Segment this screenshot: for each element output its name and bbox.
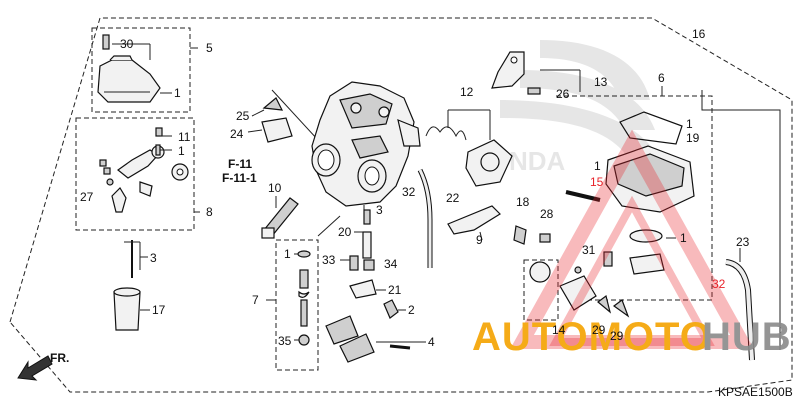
float-valve-seat — [349, 279, 377, 299]
callout-29-a: 29 — [592, 323, 606, 337]
callout-30: 30 — [120, 37, 134, 51]
callout-27: 27 — [80, 190, 94, 204]
callout-26: 26 — [556, 87, 570, 101]
bracket-13 — [491, 51, 525, 89]
callout-35: 35 — [278, 334, 292, 348]
callout-1-b: 1 — [178, 144, 185, 158]
cap-group — [523, 259, 630, 321]
callout-17: 17 — [152, 303, 166, 317]
screw-30 — [102, 34, 110, 50]
callout-10: 10 — [268, 181, 282, 195]
callout-1-f: 1 — [680, 231, 687, 245]
float-group — [325, 315, 426, 363]
callout-14: 14 — [552, 323, 566, 337]
callout-6: 6 — [658, 71, 665, 85]
callout-12: 12 — [460, 85, 474, 99]
callout-33: 33 — [322, 253, 336, 267]
emulsion-tube — [362, 231, 372, 259]
throttle-drum-group — [425, 109, 513, 187]
callout-32-b: 32 — [712, 277, 726, 291]
callout-31: 31 — [582, 243, 596, 257]
callout-22: 22 — [446, 191, 460, 205]
group-7-box — [266, 215, 341, 371]
diagram-code: KPSAE1500B — [718, 385, 793, 399]
callout-9: 9 — [476, 233, 483, 247]
front-arrow: FR. — [17, 351, 69, 381]
top-cover — [97, 59, 161, 103]
group-6-box — [556, 86, 713, 301]
callout-23: 23 — [736, 235, 750, 249]
automotohub-watermark: AUTOMOTO HUB — [472, 129, 792, 359]
gasket-19 — [619, 111, 683, 145]
group-5-box — [91, 27, 198, 113]
callout-3-b: 3 — [376, 203, 383, 217]
group-8-box — [75, 117, 200, 231]
callout-7: 7 — [252, 293, 259, 307]
callout-8: 8 — [206, 205, 213, 219]
watermark-part2: HUB — [702, 315, 792, 359]
callout-11: 11 — [178, 130, 191, 144]
cable-bracket — [491, 51, 581, 95]
callout-29-b: 29 — [610, 329, 624, 343]
callout-15: 15 — [590, 175, 604, 189]
front-label: FR. — [50, 351, 69, 365]
callout-20: 20 — [338, 225, 352, 239]
callout-13: 13 — [594, 75, 608, 89]
hose-group — [417, 90, 781, 361]
watermark-part1: AUTOMOTO — [472, 315, 712, 359]
callout-34: 34 — [384, 257, 398, 271]
small-parts — [261, 196, 406, 319]
callout-19: 19 — [686, 131, 700, 145]
callout-1-d: 1 — [686, 117, 693, 131]
callout-4: 4 — [428, 335, 435, 349]
lever-9 — [447, 205, 501, 235]
callout-25: 25 — [236, 109, 250, 123]
callout-1-e: 1 — [594, 159, 601, 173]
callout-16: 16 — [692, 27, 706, 41]
callout-21: 21 — [388, 283, 402, 297]
choke-cap-group — [247, 89, 319, 143]
callout-32-a: 32 — [402, 185, 416, 199]
carburetor-body — [311, 81, 421, 218]
callouts: 30 5 1 11 1 27 8 3 17 25 24 10 3 20 1 33… — [80, 27, 750, 349]
callout-24: 24 — [230, 127, 244, 141]
callout-5: 5 — [206, 41, 213, 55]
o-ring — [629, 229, 663, 243]
diagram-border — [9, 17, 793, 393]
callout-2: 2 — [408, 303, 415, 317]
callout-18: 18 — [516, 195, 530, 209]
ref-label-f11-1: F-11-1 — [222, 171, 257, 185]
callout-1-c: 1 — [284, 247, 291, 261]
lever-group — [447, 190, 613, 267]
float — [325, 315, 359, 345]
callout-28: 28 — [540, 207, 554, 221]
cap-14 — [559, 275, 597, 311]
callout-3-a: 3 — [150, 251, 157, 265]
jet-needle-group — [113, 240, 150, 331]
ref-label-f11: F-11 — [228, 157, 252, 171]
callout-1-a: 1 — [174, 86, 181, 100]
throttle-slide — [113, 291, 141, 331]
lever — [111, 187, 127, 213]
